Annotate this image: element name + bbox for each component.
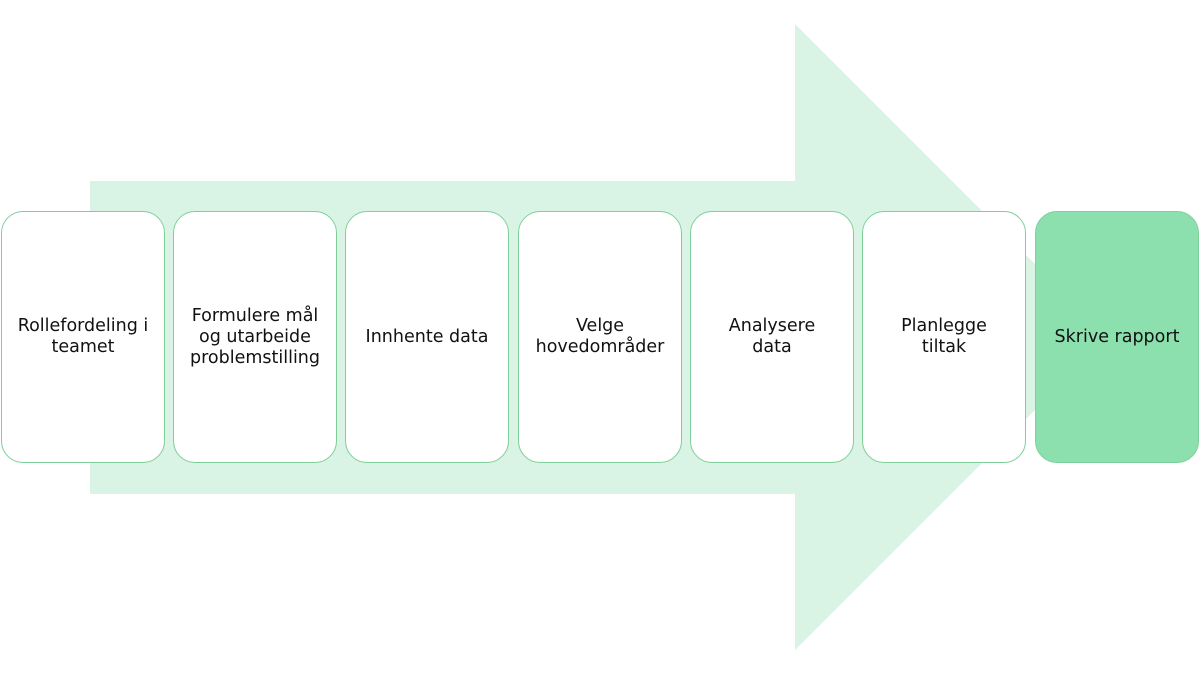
step-5-label: Analysere data	[728, 316, 816, 357]
step-4-box: Velge hovedområder	[518, 211, 682, 463]
step-1-label: Rollefordeling i teamet	[17, 316, 149, 357]
step-3-label: Innhente data	[365, 326, 489, 347]
step-7-box: Skrive rapport	[1035, 211, 1199, 463]
step-6-box: Planlegge tiltak	[862, 211, 1026, 463]
step-6-label: Planlegge tiltak	[901, 316, 987, 357]
step-2-box: Formulere mål og utarbeide problemstilli…	[173, 211, 337, 463]
step-7-label: Skrive rapport	[1054, 326, 1180, 347]
step-2-label: Formulere mål og utarbeide problemstilli…	[189, 305, 321, 368]
step-1-box: Rollefordeling i teamet	[1, 211, 165, 463]
step-3-box: Innhente data	[345, 211, 509, 463]
step-5-box: Analysere data	[690, 211, 854, 463]
step-4-label: Velge hovedområder	[535, 316, 665, 357]
